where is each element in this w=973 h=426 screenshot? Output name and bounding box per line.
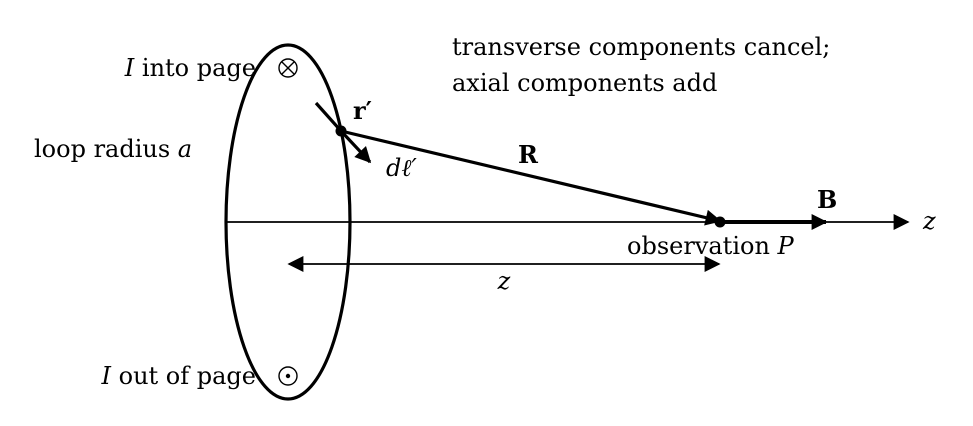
z-distance-label: z bbox=[497, 267, 511, 295]
r-prime-label: r′ bbox=[353, 96, 372, 125]
tangent-line bbox=[314, 101, 343, 133]
current-out-of-page-label: I out of page bbox=[101, 362, 257, 390]
b-field-label: B bbox=[817, 185, 837, 214]
dl-prime-label: dℓ′ bbox=[386, 154, 417, 182]
note-line-2: axial components add bbox=[452, 69, 717, 97]
circle-dot-icon bbox=[278, 366, 298, 386]
circle-cross-icon bbox=[278, 58, 298, 78]
observation-label: observation P bbox=[627, 232, 795, 260]
dl-prime-arrow bbox=[339, 129, 372, 164]
current-into-page-label: I into page bbox=[124, 54, 256, 82]
note-line-1: transverse components cancel; bbox=[452, 33, 830, 61]
r-vector-label: R bbox=[518, 140, 539, 169]
loop-radius-label: loop radius a bbox=[34, 135, 192, 163]
z-axis-label: z bbox=[922, 207, 936, 235]
r-vector-arrow bbox=[340, 129, 722, 226]
